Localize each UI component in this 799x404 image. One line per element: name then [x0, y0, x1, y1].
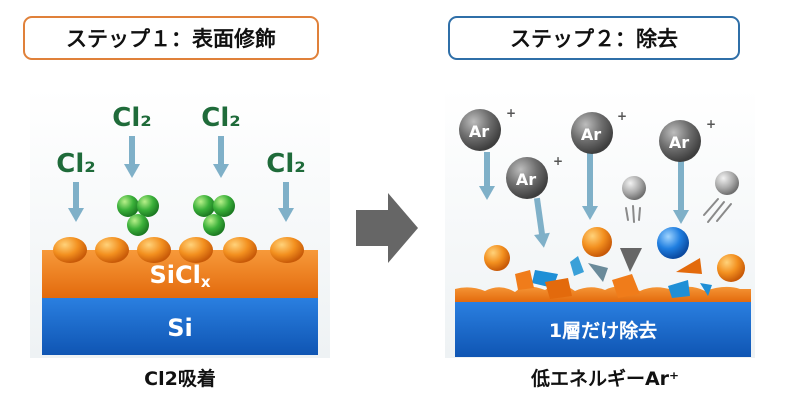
- sicl-label-main: SiCl: [149, 261, 200, 289]
- svg-text:Ar: Ar: [581, 125, 601, 144]
- chlorine-cluster-left: [117, 195, 159, 236]
- chlorine-cluster-right: [193, 195, 235, 236]
- orange-atom: [717, 254, 745, 282]
- chlorine-atom: [203, 214, 225, 236]
- down-arrow-icon: [124, 136, 140, 178]
- cl2-gas-labels: Cl₂ Cl₂ Cl₂ Cl₂: [56, 103, 305, 179]
- cl2-label: Cl₂: [266, 149, 305, 179]
- surface-atoms: [53, 237, 304, 263]
- down-arrow-icon: [278, 182, 294, 222]
- fragment: [612, 274, 640, 298]
- neutral-atom: [622, 176, 646, 200]
- ar-ion: Ar +: [659, 117, 716, 162]
- step2-title: ステップ２：除去: [510, 27, 678, 51]
- motion-lines: [625, 198, 732, 223]
- surface-atom: [137, 237, 171, 263]
- ar-ions: Ar + Ar + Ar + Ar +: [459, 106, 716, 199]
- blue-atom: [657, 227, 689, 259]
- down-arrow-icon: [533, 197, 550, 248]
- down-arrow-icon: [68, 182, 84, 222]
- chlorine-atom: [193, 195, 215, 217]
- fragment: [620, 248, 642, 272]
- step2-title-box: ステップ２：除去: [448, 16, 740, 60]
- fragment: [515, 270, 534, 290]
- cl2-label: Cl₂: [201, 103, 240, 133]
- si-substrate-step2: [455, 302, 751, 357]
- sputtered-fragments: [515, 248, 712, 299]
- svg-text:+: +: [506, 106, 516, 120]
- removal-layer-label: 1層だけ除去: [549, 319, 657, 342]
- svg-text:+: +: [617, 109, 627, 123]
- surface-atom: [179, 237, 213, 263]
- svg-text:Ar: Ar: [516, 170, 536, 189]
- fragment: [570, 256, 584, 276]
- cl2-arrows: [68, 136, 294, 222]
- down-arrow-icon: [673, 160, 689, 224]
- svg-text:+: +: [553, 154, 563, 168]
- surface-atom: [53, 237, 87, 263]
- step1-caption: Cl2吸着: [144, 368, 216, 390]
- svg-text:Ar: Ar: [669, 133, 689, 152]
- si-label: Si: [167, 314, 193, 342]
- fragment: [668, 280, 690, 298]
- ar-ion: Ar +: [459, 106, 516, 151]
- fragment: [588, 263, 608, 282]
- surface-atom: [95, 237, 129, 263]
- orange-atom: [484, 245, 510, 271]
- ar-ion: Ar +: [506, 154, 563, 199]
- chlorine-atom: [117, 195, 139, 217]
- surface-atom: [270, 237, 304, 263]
- orange-atom: [582, 227, 612, 257]
- svg-text:Ar: Ar: [469, 122, 489, 141]
- down-arrow-icon: [479, 152, 495, 200]
- step1-title: ステップ１：表面修飾: [66, 27, 276, 51]
- fragment: [545, 278, 572, 299]
- fragment: [700, 283, 712, 296]
- sicl-layer: [42, 250, 318, 298]
- fragment: [676, 258, 702, 274]
- cl2-label: Cl₂: [56, 149, 95, 179]
- chlorine-atom: [137, 195, 159, 217]
- sicl-label-sub: x: [201, 273, 211, 291]
- down-arrow-icon: [213, 136, 229, 178]
- ar-ion: Ar +: [571, 109, 627, 154]
- cl2-label: Cl₂: [112, 103, 151, 133]
- step1-panel: Si SiClx: [42, 103, 318, 355]
- process-arrow-icon: [356, 193, 418, 263]
- si-substrate: [42, 298, 318, 355]
- neutral-atom: [715, 171, 739, 195]
- chlorine-atom: [213, 195, 235, 217]
- svg-text:+: +: [706, 117, 716, 131]
- step2-panel: 1層だけ除去: [455, 106, 751, 357]
- step2-caption: 低エネルギーAr⁺: [530, 368, 680, 390]
- ar-ion-arrows: [479, 150, 689, 248]
- surface-atom: [223, 237, 257, 263]
- chlorine-atom: [127, 214, 149, 236]
- sicl-label: SiClx: [149, 261, 210, 291]
- step1-title-box: ステップ１：表面修飾: [23, 16, 319, 60]
- down-arrow-icon: [582, 150, 598, 220]
